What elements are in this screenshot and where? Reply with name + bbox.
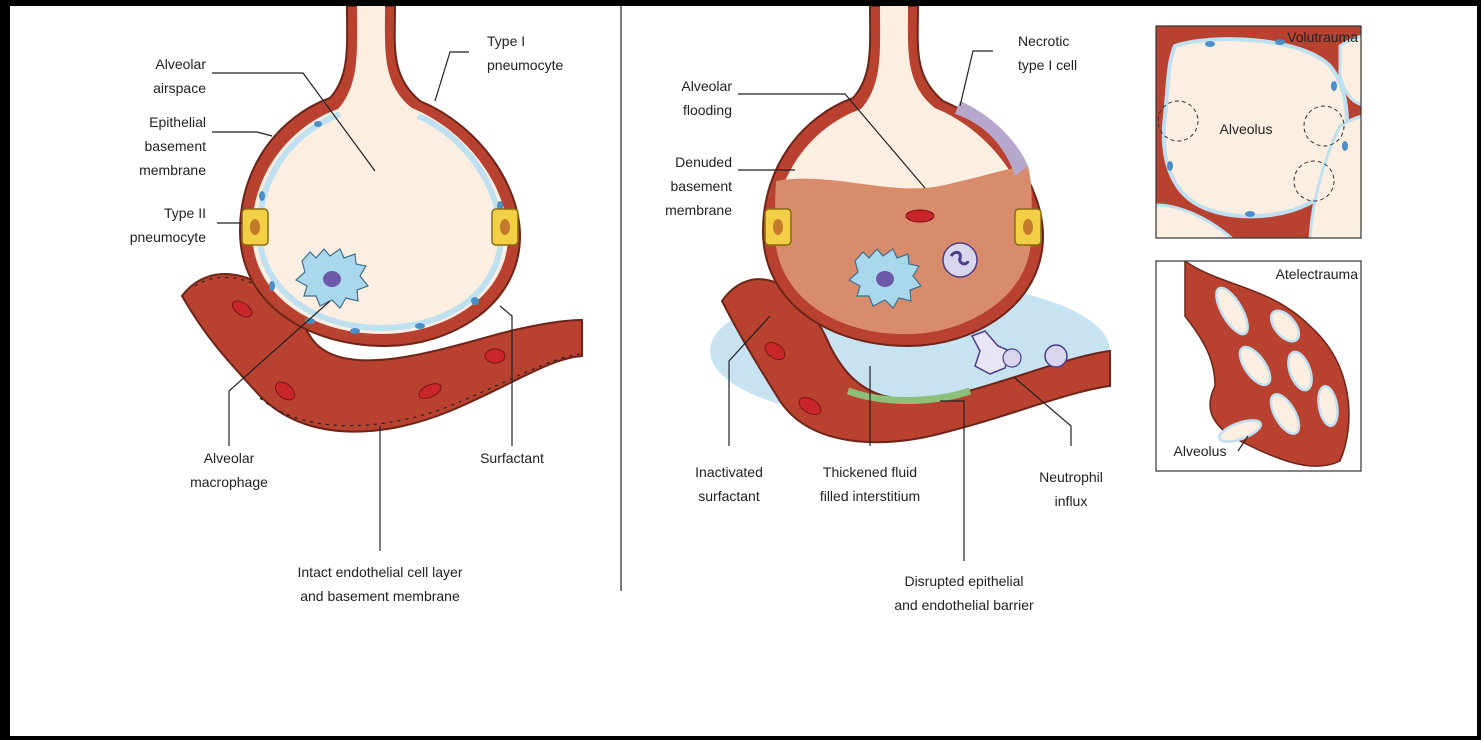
- type-ii-pneumocyte-injured-right: [1015, 209, 1041, 245]
- label-denuded-2: basement: [671, 178, 733, 194]
- label-disrupted-2: and endothelial barrier: [894, 597, 1034, 613]
- label-neutrophil-1: Neutrophil: [1039, 469, 1103, 485]
- label-type2-2: pneumocyte: [130, 229, 206, 245]
- label-endothelial-2: and basement membrane: [300, 588, 460, 604]
- label-disrupted-1: Disrupted epithelial: [904, 573, 1023, 589]
- atelectrauma-alveolus-label: Alveolus: [1174, 443, 1227, 459]
- label-epithelial-2: basement: [145, 138, 207, 154]
- label-neutrophil-2: influx: [1055, 493, 1088, 509]
- label-macrophage-2: macrophage: [190, 474, 268, 490]
- label-inactivated-2: surfactant: [698, 488, 760, 504]
- type-ii-pneumocyte-right: [492, 209, 518, 245]
- label-inactivated-1: Inactivated: [695, 464, 763, 480]
- volutrauma-alveolus-label: Alveolus: [1220, 121, 1273, 137]
- label-alveolar-airspace-2: airspace: [153, 80, 206, 96]
- label-thickened-1: Thickened fluid: [823, 464, 917, 480]
- label-necrotic-1: Necrotic: [1018, 33, 1069, 49]
- label-type1-1: Type I: [487, 33, 525, 49]
- label-endothelial-1: Intact endothelial cell layer: [298, 564, 463, 580]
- label-flooding-1: Alveolar: [681, 78, 732, 94]
- alveolar-injury-diagram: Alveolar airspace Type I pneumocyte Epithe…: [10, 6, 1477, 736]
- type-ii-pneumocyte-injured-left: [765, 209, 791, 245]
- label-thickened-2: filled interstitium: [820, 488, 920, 504]
- label-type1-2: pneumocyte: [487, 57, 563, 73]
- normal-alveolar-airspace: [252, 6, 508, 334]
- label-denuded-3: membrane: [665, 202, 732, 218]
- injured-alveolus-panel: Necrotic type I cell Alveolar flooding Den…: [665, 6, 1110, 613]
- atelectrauma-inset: Atelectrauma Alveolus: [1156, 261, 1361, 471]
- volutrauma-inset: Volutrauma Alveolus: [1150, 26, 1370, 246]
- label-flooding-2: flooding: [683, 102, 732, 118]
- normal-alveolus-panel: Alveolar airspace Type I pneumocyte Epithe…: [130, 6, 582, 604]
- label-epithelial-3: membrane: [139, 162, 206, 178]
- label-surfactant: Surfactant: [480, 450, 544, 466]
- type-ii-pneumocyte-left: [242, 209, 268, 245]
- label-type2-1: Type II: [164, 205, 206, 221]
- neutrophil-in-airspace: [943, 243, 977, 277]
- label-alveolar-airspace-1: Alveolar: [155, 56, 206, 72]
- atelectrauma-title: Atelectrauma: [1276, 266, 1359, 282]
- label-macrophage-1: Alveolar: [204, 450, 255, 466]
- figure-frame: Alveolar airspace Type I pneumocyte Epithe…: [10, 6, 1477, 736]
- volutrauma-title: Volutrauma: [1287, 29, 1358, 45]
- rbc-in-airspace: [906, 210, 934, 222]
- label-denuded-1: Denuded: [675, 154, 732, 170]
- svg-text:Surfactant: Surfactant: [480, 450, 544, 466]
- label-epithelial-1: Epithelial: [149, 114, 206, 130]
- label-necrotic-2: type I cell: [1018, 57, 1077, 73]
